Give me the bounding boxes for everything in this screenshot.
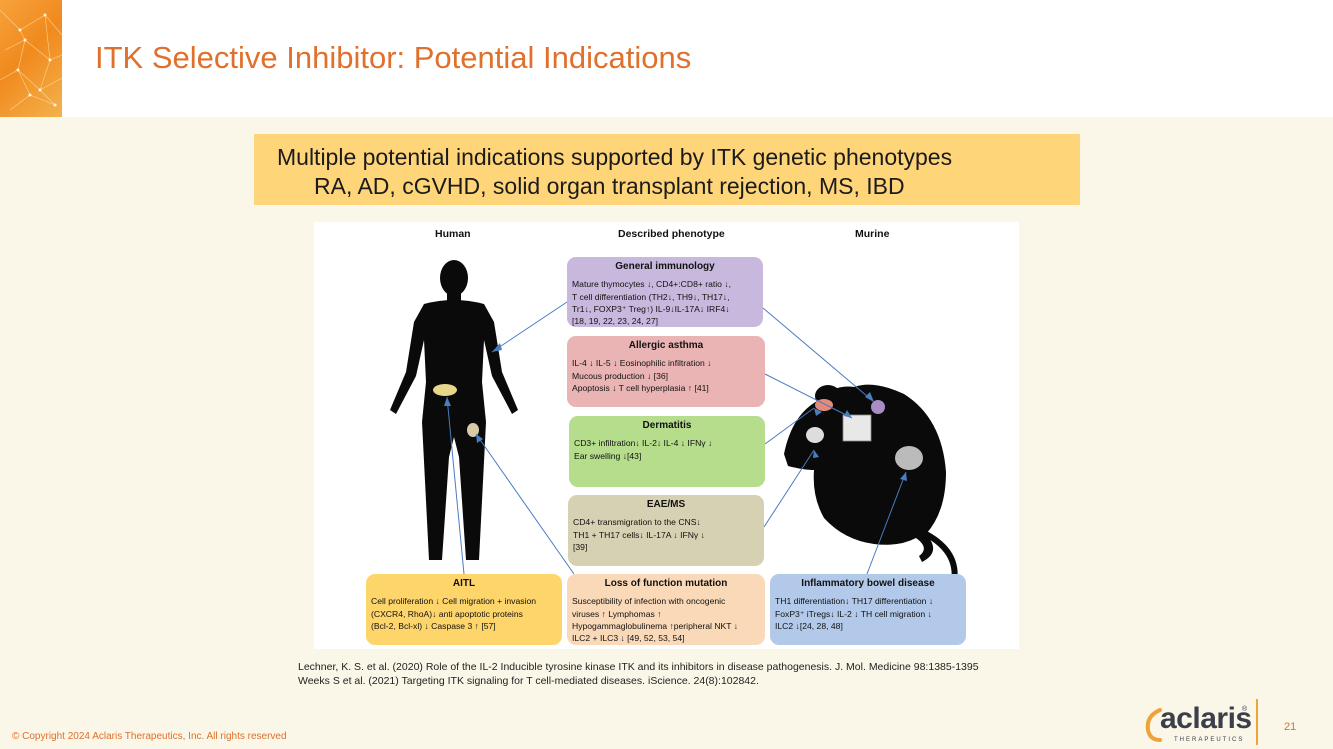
box-line: Apoptosis ↓ T cell hyperplasia ↑ [41] xyxy=(572,382,709,393)
box-line: (CXCR4, RhoA)↓ anti apoptotic proteins xyxy=(371,608,523,619)
aitl-box: AITL Cell proliferation ↓ Cell migration… xyxy=(366,574,562,645)
box-line: Mucous production ↓ [36] xyxy=(572,370,669,381)
box-title: Loss of function mutation xyxy=(604,578,728,589)
allergic-asthma-box: Allergic asthma IL-4 ↓ IL-5 ↓ Eosinophil… xyxy=(567,336,765,407)
references: Lechner, K. S. et al. (2020) Role of the… xyxy=(298,660,979,688)
box-line: [18, 19, 22, 23, 24, 27] xyxy=(572,316,659,327)
box-line: Mature thymocytes ↓, CD4+:CD8+ ratio ↓, xyxy=(572,279,732,290)
decorative-corner-graphic xyxy=(0,0,62,117)
box-line: TH1 differentiation↓ TH17 differentiatio… xyxy=(775,596,934,607)
box-line: ILC2 ↓[24, 28, 48] xyxy=(775,620,843,631)
lymph-node-icon xyxy=(467,423,479,437)
box-line: viruses ↑ Lymphomas ↑ xyxy=(572,608,662,619)
loss-of-function-box: Loss of function mutation Susceptibility… xyxy=(567,574,765,645)
box-title: Allergic asthma xyxy=(628,340,704,351)
eae-ms-box: EAE/MS CD4+ transmigration to the CNS↓ T… xyxy=(568,495,764,566)
intestine-icon xyxy=(433,384,457,396)
box-line: Susceptibility of infection with oncogen… xyxy=(572,596,726,607)
logo-swoosh-icon xyxy=(1145,708,1162,742)
column-header-murine: Murine xyxy=(855,228,890,240)
box-line: (Bcl-2, Bcl-xl) ↓ Caspase 3 ↑ [57] xyxy=(371,620,496,631)
box-title: Inflammatory bowel disease xyxy=(801,578,935,589)
copyright-notice: © Copyright 2024 Aclaris Therapeutics, I… xyxy=(12,731,287,742)
box-title: EAE/MS xyxy=(646,499,686,510)
box-line: Cell proliferation ↓ Cell migration + in… xyxy=(371,596,537,607)
footer-divider xyxy=(1256,699,1258,745)
network-pattern-icon xyxy=(0,9,62,111)
box-line: T cell differentiation (TH2↓, TH9↓, TH17… xyxy=(572,291,730,302)
aclaris-logo: aclaris ® THERAPEUTICS xyxy=(1142,702,1252,746)
mouse-silhouette-icon xyxy=(784,384,958,625)
reference-item: Weeks S et al. (2021) Targeting ITK sign… xyxy=(298,675,759,687)
box-line: IL-4 ↓ IL-5 ↓ Eosinophilic infiltration … xyxy=(572,358,712,369)
box-line: CD4+ transmigration to the CNS↓ xyxy=(573,517,701,528)
box-title: General immunology xyxy=(615,261,715,272)
human-silhouette-icon xyxy=(390,260,518,560)
figure-graphics xyxy=(390,260,958,625)
summary-banner: Multiple potential indications supported… xyxy=(254,134,1080,205)
box-line: FoxP3⁺ iTregs↓ IL-2 ↓ TH cell migration … xyxy=(775,608,932,619)
slide-title: ITK Selective Inhibitor: Potential Indic… xyxy=(95,40,692,75)
connector-arrows xyxy=(446,301,907,575)
phenotype-figure: Human Described phenotype Murine General… xyxy=(314,222,1019,649)
box-line: [39] xyxy=(573,541,588,552)
dermatitis-box: Dermatitis CD3+ infiltration↓ IL-2↓ IL-4… xyxy=(569,416,765,487)
mouse-intestine-icon xyxy=(895,446,923,470)
box-line: Ear swelling ↓[43] xyxy=(574,450,642,461)
slide-header: ITK Selective Inhibitor: Potential Indic… xyxy=(0,0,1333,117)
box-line: CD3+ infiltration↓ IL-2↓ IL-4 ↓ IFNγ ↓ xyxy=(574,438,713,449)
banner-line-2: RA, AD, cGVHD, solid organ transplant re… xyxy=(314,173,905,199)
box-title: AITL xyxy=(452,578,476,589)
page-number: 21 xyxy=(1284,721,1297,733)
inflammatory-bowel-disease-box: Inflammatory bowel disease TH1 different… xyxy=(770,574,966,645)
logo-wordmark: aclaris xyxy=(1160,702,1252,735)
registered-mark: ® xyxy=(1242,706,1248,713)
general-immunology-box: General immunology Mature thymocytes ↓, … xyxy=(567,257,763,327)
mouse-brain-icon xyxy=(806,427,824,443)
box-line: Tr1↓, FOXP3⁺ Treg↑) IL-9↓IL-17A↓ IRF4↓ xyxy=(572,303,730,314)
reference-item: Lechner, K. S. et al. (2020) Role of the… xyxy=(298,661,979,673)
box-line: ILC2 + ILC3 ↓ [49, 52, 53, 54] xyxy=(572,633,685,644)
box-title: Dermatitis xyxy=(642,420,692,431)
column-header-phenotype: Described phenotype xyxy=(618,228,725,240)
box-line: TH1 + TH17 cells↓ IL-17A ↓ IFNγ ↓ xyxy=(573,529,705,540)
logo-tagline: THERAPEUTICS xyxy=(1174,737,1245,743)
mouse-thymus-icon xyxy=(871,400,885,414)
mouse-skin-icon xyxy=(842,414,872,442)
column-header-human: Human xyxy=(435,228,471,240)
arrowheads xyxy=(444,343,907,481)
banner-line-1: Multiple potential indications supported… xyxy=(277,144,953,170)
box-line: Hypogammaglobulinema ↑peripheral NKT ↓ xyxy=(572,620,739,631)
